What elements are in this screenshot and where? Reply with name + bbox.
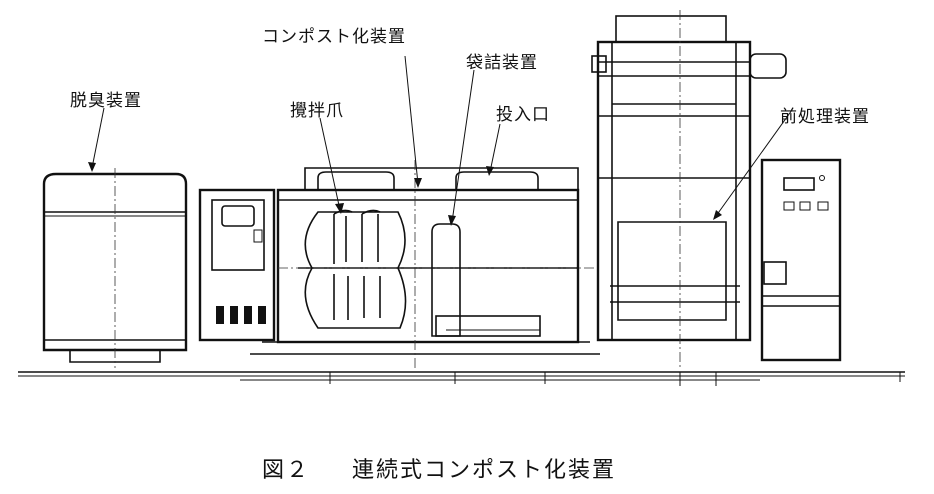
compost-vessel	[250, 160, 600, 370]
figure-caption: 図２ 連続式コンポスト化装置	[262, 452, 616, 484]
figure-number: 図２	[262, 458, 311, 483]
control-cabinet	[198, 188, 276, 342]
label-deodorizer: 脱臭装置	[70, 91, 142, 111]
leader-line-compost-device	[404, 55, 422, 188]
figure-title: 連続式コンポスト化装置	[352, 458, 617, 483]
floor-line	[18, 371, 905, 386]
leader-line-pretreatment	[713, 109, 793, 220]
leader-line-deodorizer	[88, 107, 105, 172]
label-pretreatment-device: 前処理装置	[780, 107, 870, 127]
label-stirring-claws: 攪拌爪	[290, 101, 344, 121]
leader-line-stirring-claws	[319, 117, 344, 214]
label-bagging-device: 袋詰装置	[466, 53, 538, 73]
leader-line-inlet	[486, 123, 501, 176]
right-control-panel	[760, 158, 842, 362]
pretreatment-tower	[591, 10, 787, 370]
deodorizer-unit	[42, 168, 188, 368]
label-compost-device: コンポスト化装置	[262, 27, 406, 47]
label-inlet: 投入口	[496, 105, 550, 125]
leader-line-bagging-device	[448, 69, 475, 226]
